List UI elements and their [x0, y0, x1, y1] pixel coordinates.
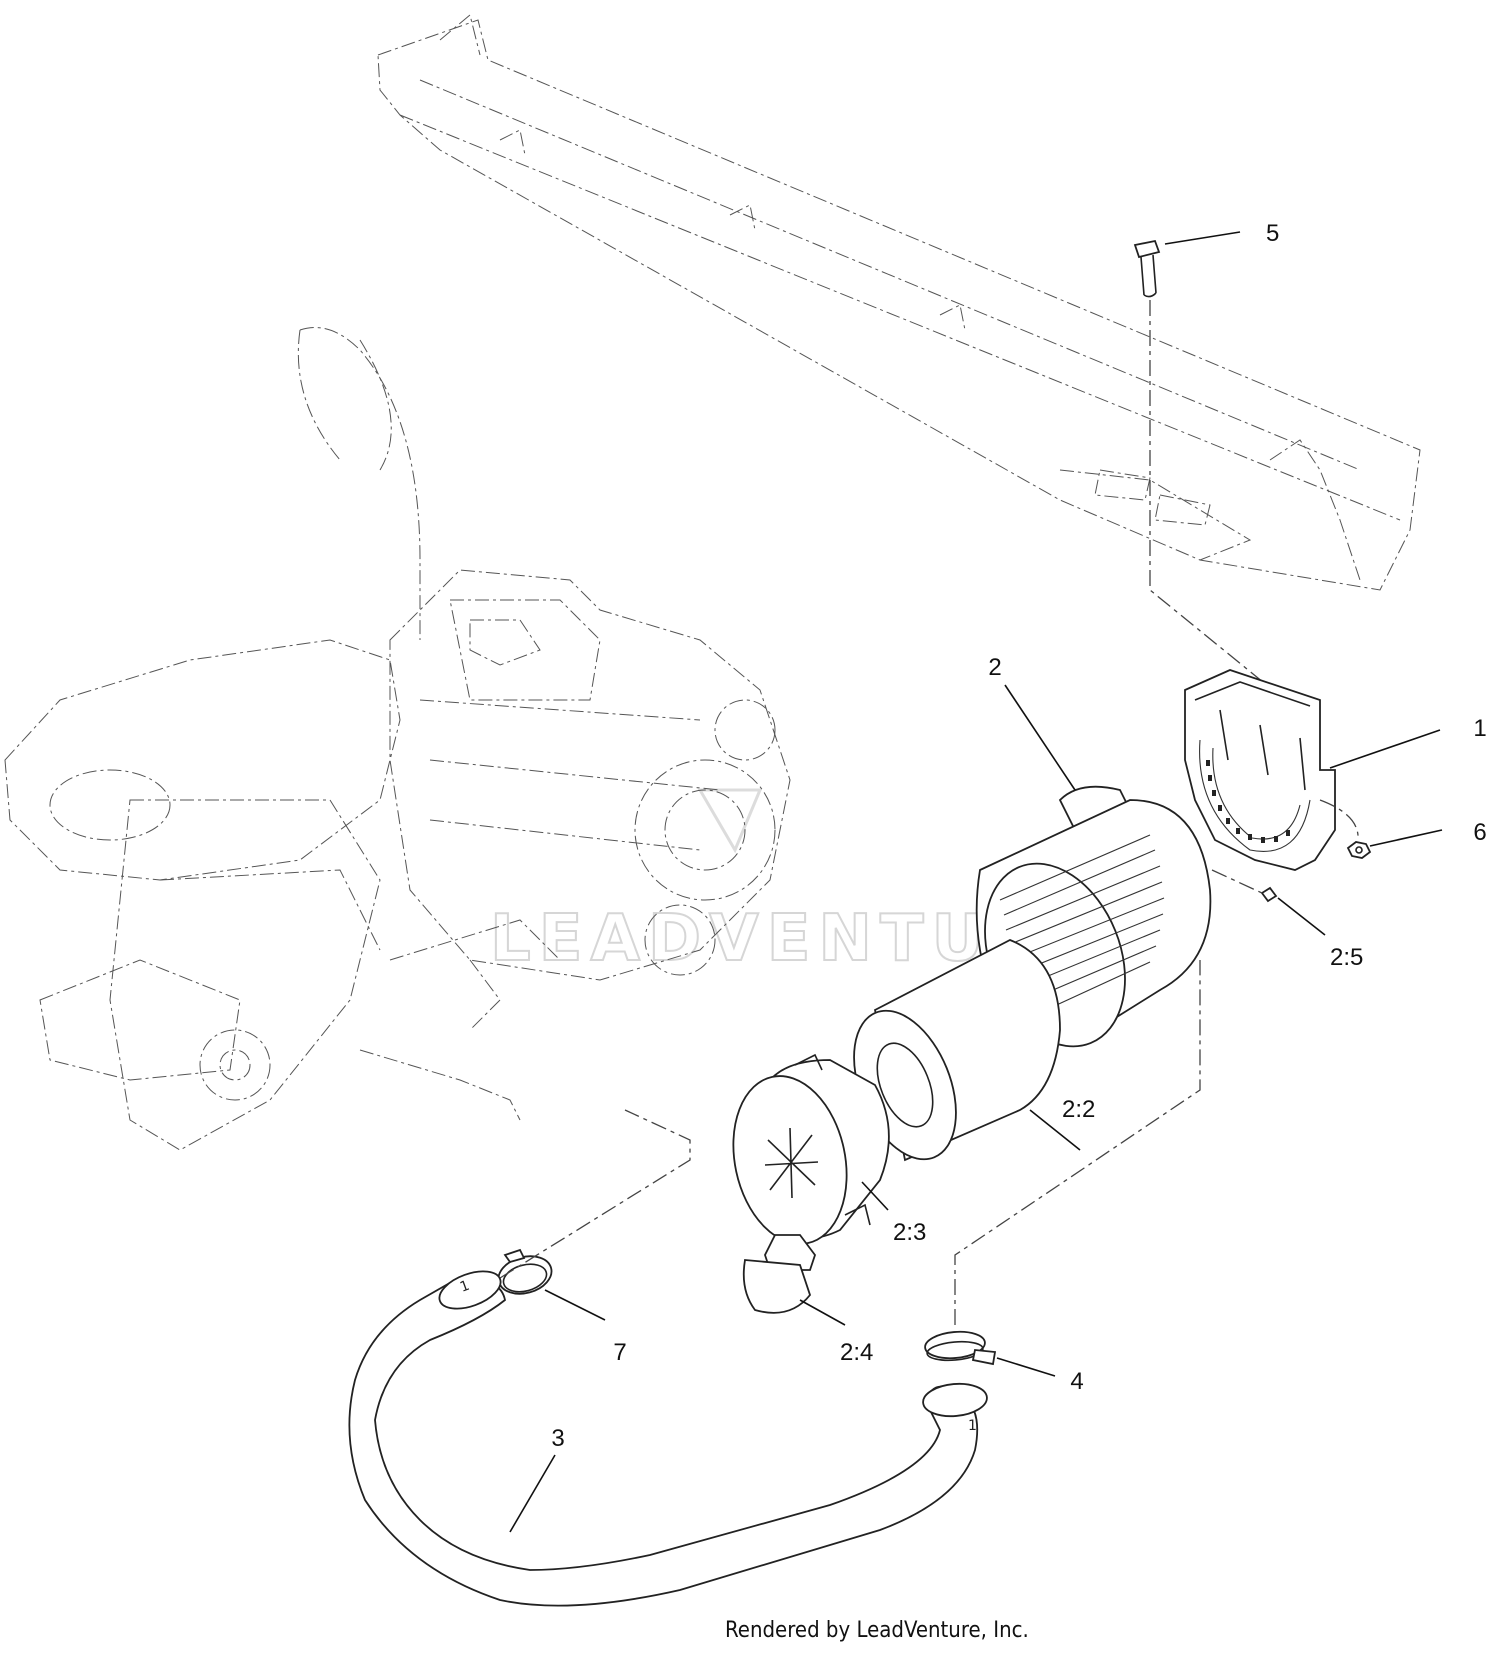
- hose-clamp-part-4: [924, 1330, 997, 1366]
- cover-part-2-3: [732, 1053, 890, 1245]
- callout-6: 6: [1473, 819, 1486, 846]
- nut-axis-line: [1319, 799, 1359, 841]
- leader-lines: [509, 231, 1443, 1533]
- frame-rail: [377, 14, 1421, 591]
- nut-part-6: [1346, 841, 1372, 859]
- fitting-part-2-5: [1260, 886, 1278, 903]
- svg-text:1: 1: [968, 1418, 977, 1434]
- bolt-part-5: [1133, 239, 1161, 298]
- mounting-band-part-1: [1184, 669, 1336, 871]
- callout-4: 4: [1070, 1368, 1083, 1395]
- callout-2-5: 2:5: [1330, 944, 1363, 971]
- fitting-axis-line: [1211, 869, 1263, 894]
- callout-2-2: 2:2: [1062, 1096, 1095, 1123]
- callout-5: 5: [1266, 220, 1279, 247]
- callout-2-4: 2:4: [840, 1339, 873, 1366]
- callout-2-3: 2:3: [893, 1219, 926, 1246]
- valve-part-2-4: [742, 1234, 817, 1314]
- callout-3: 3: [551, 1425, 564, 1452]
- footer-credit: Rendered by LeadVenture, Inc.: [725, 1618, 1029, 1643]
- callout-2: 2: [988, 654, 1001, 681]
- bolt-axis-line: [1149, 300, 1286, 701]
- callout-1: 1: [1473, 715, 1486, 742]
- intake-hose-part-3: 1 1: [348, 1270, 988, 1607]
- cleaner-to-clamp-axis-line: [954, 960, 1201, 1325]
- hose-clamp-part-7: [497, 1248, 553, 1295]
- engine-assembly: [4, 327, 791, 1151]
- engine-to-clamp-axis-line: [499, 1109, 691, 1279]
- callout-7: 7: [613, 1339, 626, 1366]
